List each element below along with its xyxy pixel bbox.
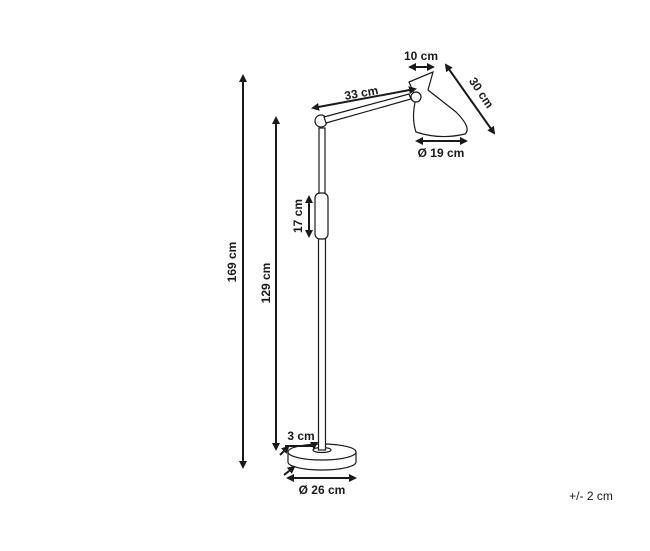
floor-lamp-illustration	[287, 70, 468, 471]
lamp-pole	[317, 127, 327, 451]
shade-length-label: 30 cm	[466, 75, 497, 111]
tolerance-note: +/- 2 cm	[569, 489, 613, 503]
shade-top-label: 10 cm	[404, 49, 438, 63]
shade-diameter-label: Ø 19 cm	[418, 146, 465, 160]
lamp-handle	[314, 192, 329, 240]
handle-height-label: 17 cm	[291, 199, 305, 233]
arm-length-label: 33 cm	[343, 83, 379, 103]
base-diameter-label: Ø 26 cm	[299, 483, 346, 497]
dimension-lines	[239, 63, 496, 482]
stand-height-label: 129 cm	[259, 263, 273, 304]
total-height-label: 169 cm	[225, 242, 239, 283]
base-height-label: 3 cm	[287, 429, 314, 443]
